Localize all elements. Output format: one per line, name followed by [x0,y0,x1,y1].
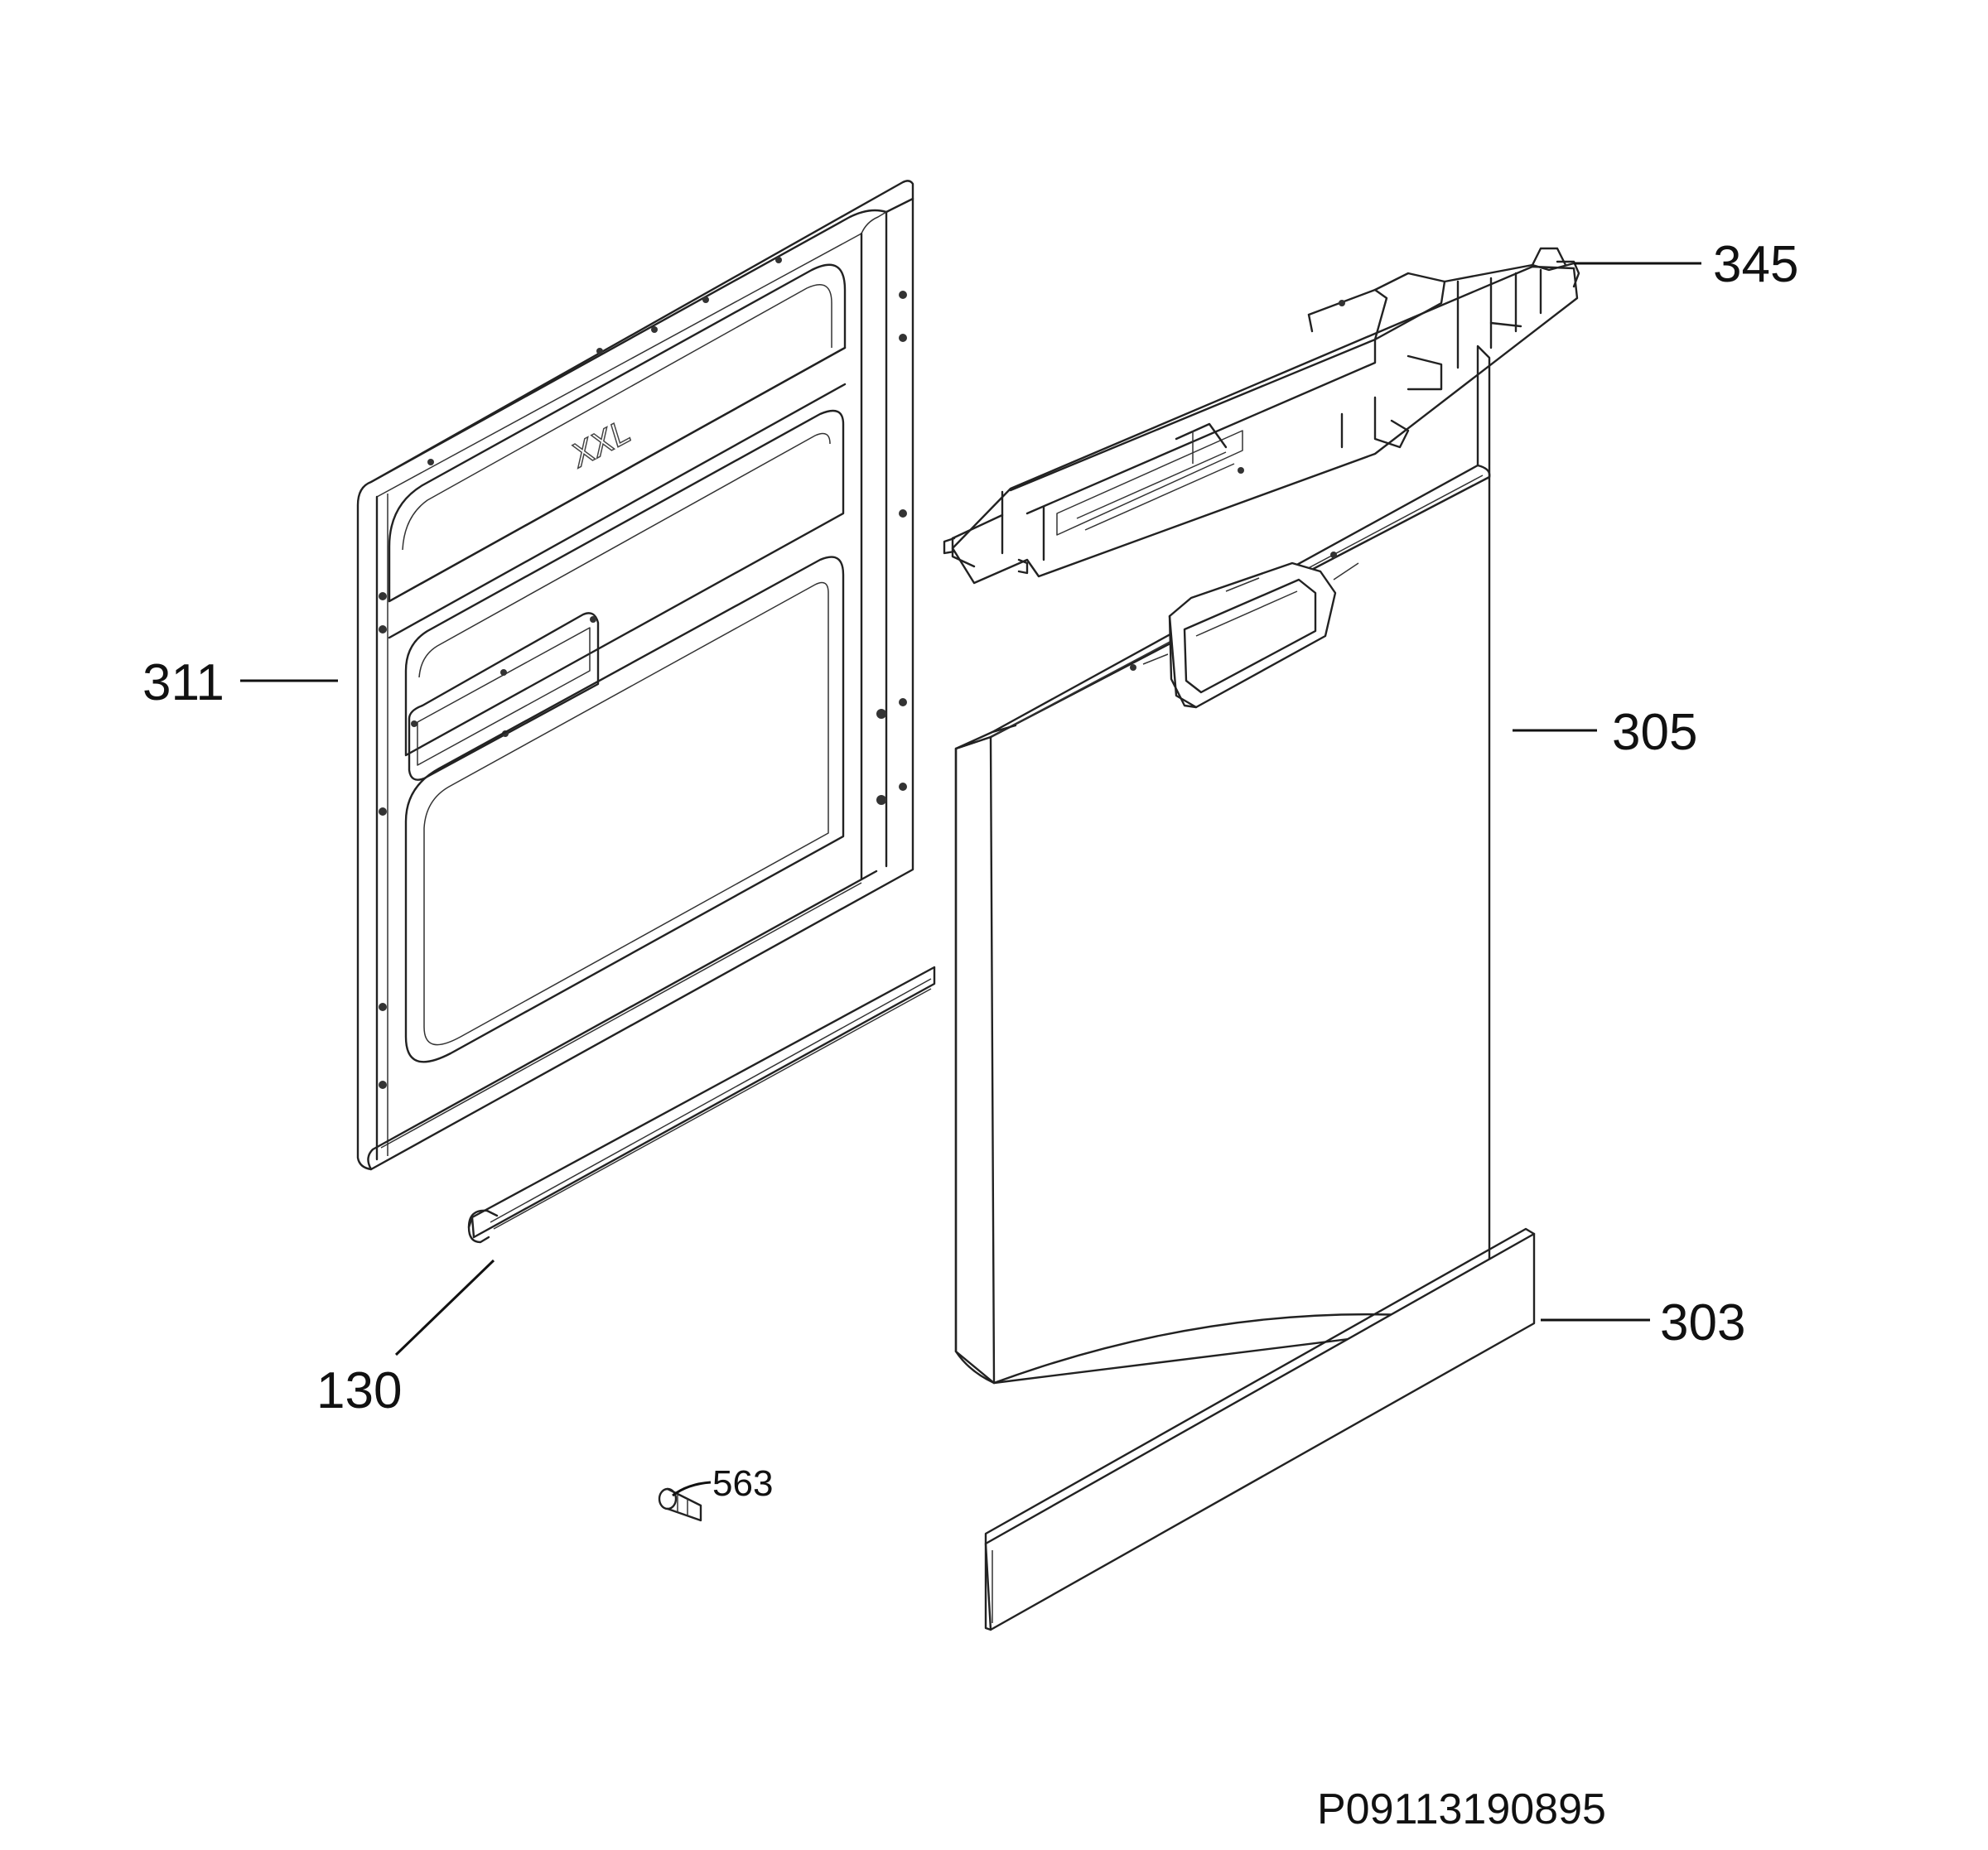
control-panel-345 [943,247,1580,585]
callout-563: 563 [712,1463,773,1504]
screw-563 [658,1487,702,1522]
callout-130: 130 [316,1362,402,1419]
callout-345: 345 [1713,236,1798,293]
callout-305: 305 [1612,704,1697,761]
outer-door-panel-305 [954,344,1491,1385]
document-code: P09113190895 [1317,1785,1606,1833]
leader-line-130 [394,1259,495,1356]
kick-plate-303 [984,1227,1536,1631]
callout-303: 303 [1660,1294,1745,1351]
callout-311: 311 [142,654,224,711]
leader-line-563 [672,1481,712,1497]
inner-door-panel-311: XXL [356,180,914,1171]
lower-seal-strip-130 [467,966,936,1244]
